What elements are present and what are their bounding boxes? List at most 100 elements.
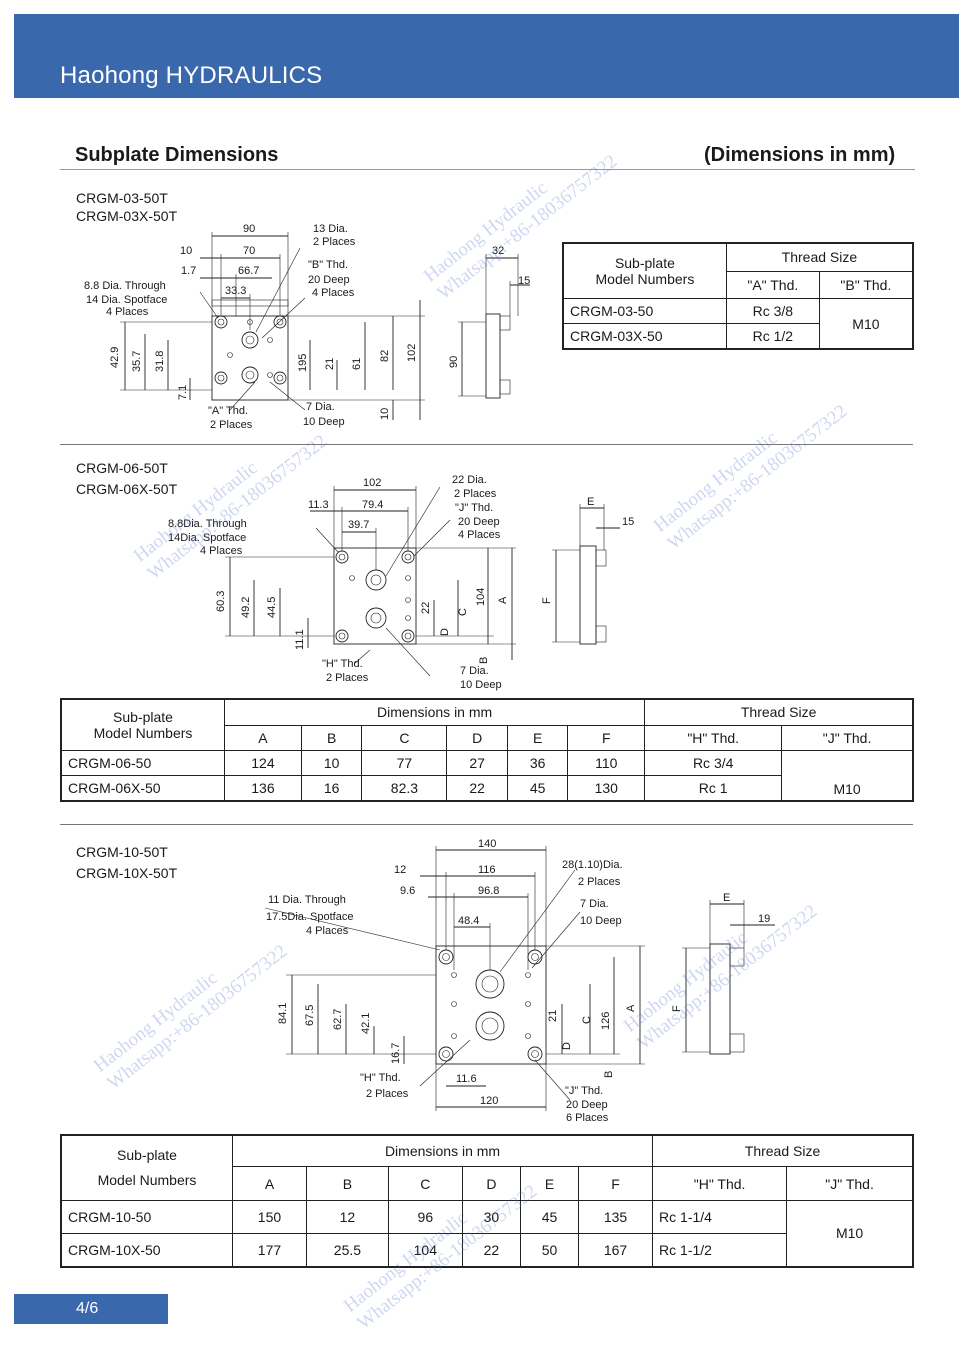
dim-label: A (625, 1004, 637, 1012)
table-row: CRGM-10-50 150 12 96 30 45 135 Rc 1-1/4 … (60, 1200, 914, 1267)
dim-label: 7 Dia. (306, 401, 335, 413)
side-view (709, 943, 731, 1055)
dim-cell: 22 (446, 775, 508, 802)
dim-label: 102 (363, 477, 381, 489)
col-header: E (506, 724, 569, 751)
dim-label: 10 (180, 245, 192, 257)
dim-label: 195 (297, 354, 309, 372)
dim-label: 14 Dia. Spotface (86, 294, 167, 306)
mount-hole (273, 371, 287, 385)
h-thread-cell: Rc 1-1/4 (652, 1200, 788, 1234)
h-thread-cell: Rc 3/4 (644, 750, 783, 776)
dim-cell: 82.3 (361, 775, 448, 802)
units-note: (Dimensions in mm) (704, 144, 896, 166)
dim-label: 49.2 (240, 597, 252, 618)
port-b (365, 607, 387, 629)
col-header: C (387, 1166, 463, 1201)
col-header-a: "A" Thd. (725, 270, 820, 300)
mount-hole (214, 371, 228, 385)
dim-label: 17.5Dia. Spotface (266, 911, 353, 923)
dim-cell: 36 (506, 750, 569, 776)
dim-label: D (561, 1042, 573, 1050)
dim-cell: 25.5 (305, 1233, 389, 1267)
dim-cell: 177 (232, 1233, 307, 1267)
title-rule (60, 169, 915, 170)
dim-cell: 135 (578, 1200, 654, 1234)
section1-models: CRGM-03-50T CRGM-03X-50T (76, 189, 177, 225)
dim-label: 4 Places (458, 529, 501, 541)
dim-label: 8.8Dia. Through (168, 518, 247, 530)
dim-label: 60.3 (215, 591, 227, 612)
dim-label: 90 (448, 356, 460, 368)
header-line: Sub-plate (113, 709, 173, 725)
dim-label: 15 (622, 516, 634, 528)
dim-label: 61 (351, 358, 363, 370)
dim-label: 22 (420, 602, 432, 614)
model-cell: CRGM-10X-50 (60, 1233, 233, 1267)
dim-cell: 16 (300, 775, 363, 802)
dim-cell: 45 (519, 1200, 580, 1234)
table-header-dims: Dimensions in mm (223, 698, 646, 726)
dim-label: 7.1 (177, 385, 189, 400)
port-b (475, 1011, 505, 1041)
col-header: D (446, 724, 508, 751)
dim-label: 2 Places (366, 1088, 409, 1100)
dim-cell: 110 (567, 750, 646, 776)
dim-cell: 10 (300, 750, 363, 776)
dim-label: 67.5 (304, 1005, 316, 1026)
dim-label: "H" Thd. (322, 658, 363, 670)
dim-label: F (671, 1005, 683, 1012)
dim-label: 20 Deep (458, 516, 500, 528)
dim-label: 42.9 (109, 347, 121, 368)
model-cell: CRGM-10-50 (60, 1200, 233, 1234)
col-header-h: "H" Thd. (644, 724, 783, 751)
dim-cell: 50 (519, 1233, 580, 1267)
page-title: Subplate Dimensions (75, 144, 279, 166)
dim-cell: 104 (387, 1233, 463, 1267)
table-row: CRGM-10X-50 177 25.5 104 22 50 167 Rc 1-… (60, 1233, 913, 1267)
col-header: E (519, 1166, 580, 1201)
dim-label: 11.3 (308, 499, 329, 511)
table-header-thread: Thread Size (725, 242, 914, 272)
dim-label: A (497, 596, 509, 604)
dim-label: 33.3 (225, 285, 246, 297)
dim-label: 21 (324, 358, 336, 370)
dim-label: 10 Deep (460, 679, 502, 691)
brand-title: Haohong HYDRAULICS (60, 62, 323, 89)
table-header-dims: Dimensions in mm (231, 1134, 654, 1167)
dim-label: B (603, 1071, 615, 1078)
dim-label: 10 Deep (303, 416, 345, 428)
model-label: CRGM-10-50T (76, 844, 168, 860)
dim-label: 19 (758, 913, 770, 925)
dim-cell: 167 (578, 1233, 654, 1267)
model-cell: CRGM-06X-50 (60, 775, 225, 802)
dim-label: E (723, 892, 730, 904)
dim-label: 2 Places (326, 672, 369, 684)
dim-label: 90 (243, 223, 255, 235)
dim-label: E (587, 496, 594, 508)
dim-label: 120 (480, 1095, 498, 1107)
dim-label: 42.1 (360, 1013, 372, 1034)
dim-label: 82 (379, 350, 391, 362)
port-b (241, 366, 259, 384)
dim-label: "H" Thd. (360, 1072, 401, 1084)
dim-label: 10 (379, 408, 391, 420)
dim-label: 14Dia. Spotface (168, 532, 246, 544)
section1-thread-table: Sub-plate Model Numbers Thread Size "A" … (562, 242, 914, 350)
dim-label: 4 Places (312, 287, 355, 299)
dim-label: 31.8 (154, 351, 166, 372)
dim-label: "B" Thd. (308, 259, 348, 271)
dim-label: 39.7 (348, 519, 369, 531)
dim-label: 102 (406, 344, 418, 362)
header-line: Model Numbers (93, 725, 193, 741)
dim-label: 4 Places (106, 306, 149, 318)
dim-label: 20 Deep (566, 1099, 608, 1111)
port-a (241, 331, 259, 349)
h-thread-cell: Rc 1 (644, 775, 783, 802)
dim-label: 79.4 (362, 499, 383, 511)
dim-label: 22 Dia. (452, 474, 487, 486)
page-number-box: 4/6 (14, 1294, 168, 1324)
